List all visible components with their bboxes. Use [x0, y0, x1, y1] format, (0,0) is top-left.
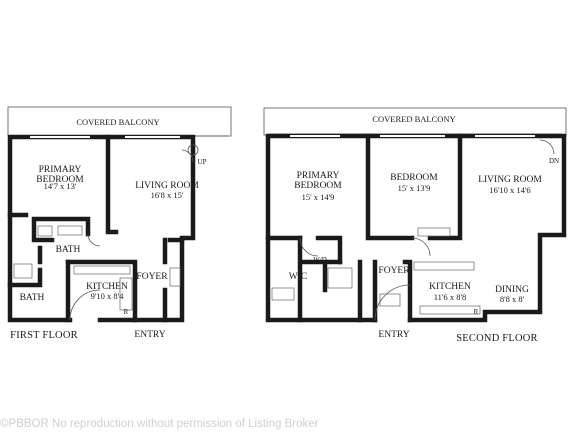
first-floor-bath-upper-label: BATH: [56, 245, 81, 255]
second-floor-wic-label: WIC: [289, 272, 307, 282]
toilet-fixture: [37, 225, 53, 237]
counter-fixture: [73, 265, 131, 275]
second-floor-kitchen-dims: 11'6 x 8'8: [434, 292, 467, 302]
copyright-footer: ©PBBOR No reproduction without permissio…: [0, 418, 319, 430]
second-floor-title: SECOND FLOOR: [456, 333, 537, 344]
second-floor-dining-name: DINING: [495, 285, 529, 295]
second-floor-refrigerator-label: R: [474, 308, 479, 316]
counter-fixture: [419, 305, 481, 315]
first-floor-foyer-label: FOYER: [136, 272, 168, 282]
first-floor-title: FIRST FLOOR: [10, 330, 78, 341]
closet-fixture: [169, 267, 181, 287]
counter-fixture: [119, 277, 133, 311]
second-floor-foyer-label: FOYER: [378, 266, 410, 276]
wic-walls: [297, 235, 343, 323]
second-floor-covered-balcony-label: COVERED BALCONY: [372, 114, 455, 124]
second-floor-plan: [263, 107, 567, 323]
second-floor-bedroom-name: BEDROOM: [390, 173, 438, 183]
first-floor-bath-lower-label: BATH: [20, 293, 45, 303]
second-floor-living-room-dims: 16'10 x 14'6: [489, 185, 530, 195]
stair-well-icon: [187, 144, 199, 156]
first-floor-entry-label: ENTRY: [134, 330, 165, 340]
primary-bedroom-bottom-wall: [265, 235, 343, 265]
first-floor-living-room-dims: 16'8 x 15': [151, 190, 184, 200]
second-floor-washer-dryer-label: W/D: [313, 256, 327, 264]
counter-fixture: [413, 261, 475, 271]
second-floor-exterior-walls: [265, 133, 567, 323]
first-floor-stair-up-label: UP: [198, 158, 207, 166]
door-swing: [299, 237, 319, 257]
second-floor-entry-label: ENTRY: [378, 330, 409, 340]
foyer-walls: [162, 237, 185, 323]
first-floor-refrigerator-label: R: [124, 308, 129, 316]
second-floor-living-room-name: LIVING ROOM: [478, 175, 542, 185]
second-floor-dining-dims: 8'8 x 8': [500, 294, 525, 304]
first-floor-primary-bedroom-dims: 14'7 x 13': [44, 181, 77, 191]
kitchen-walls: [65, 259, 138, 323]
second-floor-bedroom-dims: 15' x 13'9: [398, 183, 431, 193]
closet-fixture: [379, 293, 401, 307]
foyer-walls: [357, 259, 413, 323]
washer-dryer-fixture: [327, 267, 353, 289]
stair-down-icon: [539, 139, 555, 155]
door-swing: [69, 289, 101, 321]
shelf-fixture: [271, 287, 295, 301]
door-swing: [411, 237, 431, 257]
bath-walls: [7, 212, 91, 243]
first-floor-living-room-name: LIVING ROOM: [135, 181, 199, 191]
first-floor-covered-balcony-label: COVERED BALCONY: [76, 117, 159, 127]
vanity-fixture: [57, 225, 83, 236]
door-swing: [87, 233, 101, 247]
lower-bath-walls: [7, 245, 71, 323]
door-swing: [374, 284, 411, 321]
bedroom-living-partition: [105, 134, 119, 235]
second-floor-kitchen-name: KITCHEN: [429, 282, 471, 292]
tub-fixture: [13, 263, 33, 279]
bedroom-walls: [365, 133, 463, 241]
first-floor-kitchen-dims: 9'10 x 8'4: [91, 291, 125, 301]
first-floor-plan: [7, 106, 232, 323]
second-floor-primary-bedroom-dims: 15' x 14'9: [302, 192, 335, 202]
first-floor-kitchen-name: KITCHEN: [86, 282, 128, 292]
closet-fixture: [417, 227, 451, 237]
second-floor-stair-down-label: DN: [549, 157, 559, 165]
